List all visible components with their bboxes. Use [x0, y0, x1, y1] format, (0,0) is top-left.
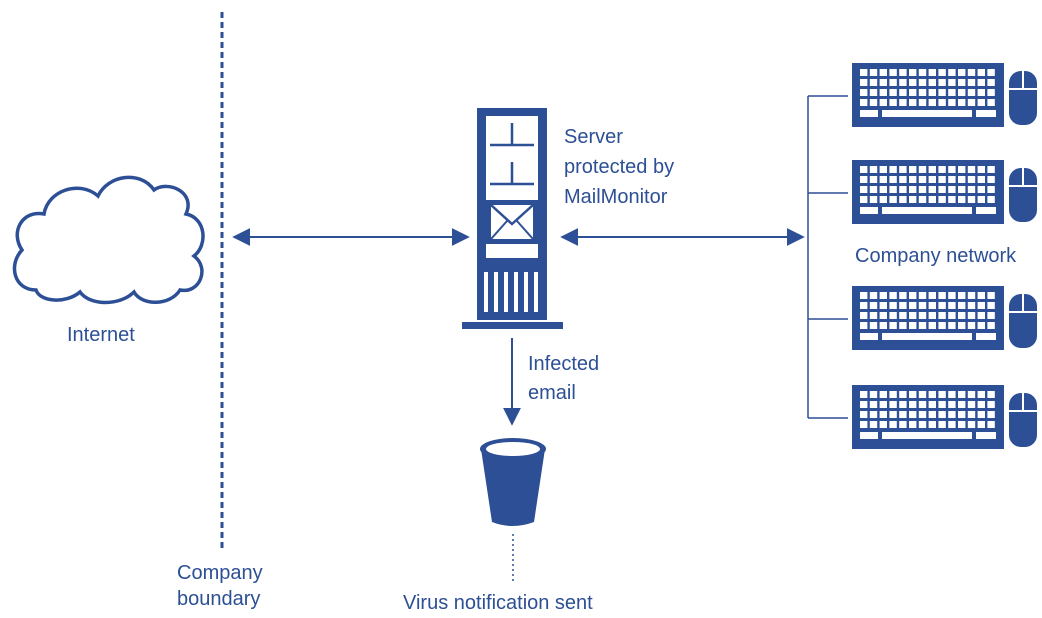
server-label-line2: protected by — [564, 156, 675, 178]
workstation-group — [852, 63, 1037, 449]
keyboard-icon — [852, 286, 1004, 350]
company-boundary-label-line1: Company — [177, 562, 263, 584]
company-boundary-label-line2: boundary — [177, 588, 261, 610]
server-label-line1: Server — [564, 126, 623, 148]
mouse-icon — [1009, 168, 1037, 222]
mouse-icon — [1009, 393, 1037, 447]
infected-label-line2: email — [528, 382, 576, 404]
network-tree — [807, 95, 848, 419]
cloud-icon — [12, 175, 205, 305]
virus-notification-label: Virus notification sent — [403, 592, 593, 614]
workstation-icon — [852, 160, 1037, 224]
server-label-line3: MailMonitor — [564, 186, 668, 208]
mouse-icon — [1009, 294, 1037, 348]
workstation-icon — [852, 385, 1037, 449]
envelope-icon — [486, 200, 538, 244]
mouse-icon — [1009, 71, 1037, 125]
keyboard-icon — [852, 63, 1004, 127]
workstation-icon — [852, 63, 1037, 127]
keyboard-icon — [852, 385, 1004, 449]
infected-label-line1: Infected — [528, 353, 600, 375]
workstation-icon — [852, 286, 1037, 350]
trash-bin-icon — [480, 438, 546, 526]
company-network-label: Company network — [855, 245, 1017, 267]
keyboard-icon — [852, 160, 1004, 224]
internet-label: Internet — [67, 324, 135, 346]
